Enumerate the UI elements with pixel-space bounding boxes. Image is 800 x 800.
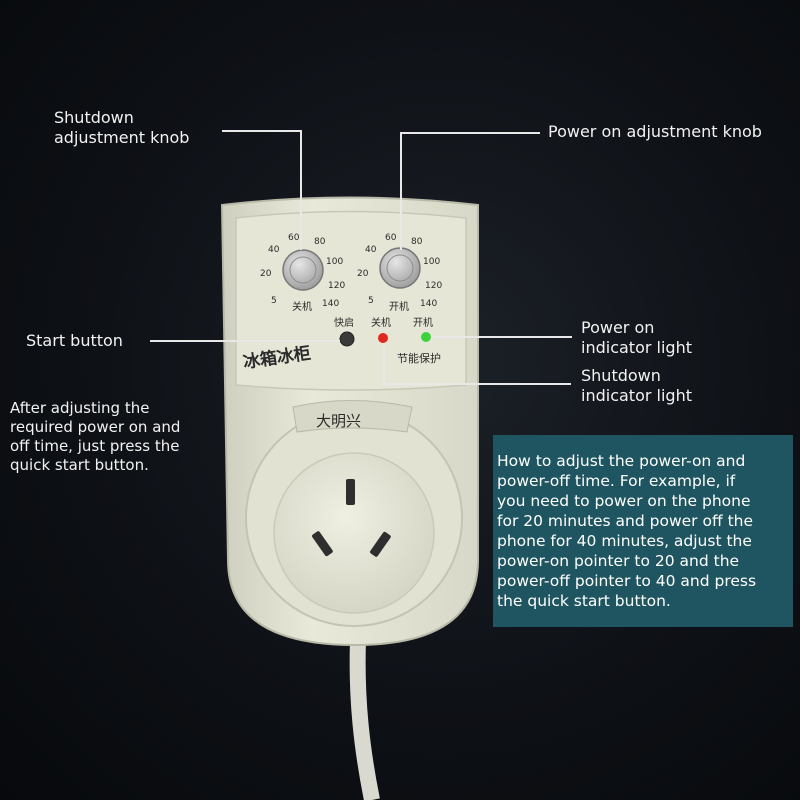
dial-tick: 5: [368, 296, 374, 306]
dial-label: 开机: [389, 300, 409, 313]
power-on-light-callout: Power on indicator light: [581, 318, 692, 357]
power-on-knob-callout: Power on adjustment knob: [548, 122, 762, 141]
dial-tick: 40: [365, 245, 377, 255]
brand-plate: [292, 400, 413, 433]
dial-tick: 80: [411, 237, 423, 247]
dial-tick: 20: [357, 269, 369, 279]
dial-tick: 100: [423, 257, 440, 267]
dial-tick: 80: [314, 237, 326, 247]
quick-start-button[interactable]: [339, 331, 355, 347]
leader-line: [432, 336, 572, 338]
off-led-label: 关机: [371, 316, 391, 329]
dial-tick: 20: [260, 269, 272, 279]
leader-line: [383, 346, 385, 384]
socket-face: [273, 452, 435, 614]
earth-slot: [346, 479, 355, 505]
dial-tick: 120: [425, 281, 442, 291]
brand-name: 大明兴: [316, 412, 361, 430]
shutdown-light-callout: Shutdown indicator light: [581, 366, 692, 405]
shutdown-indicator-led: [378, 333, 388, 343]
dial-tick: 60: [385, 233, 397, 243]
shutdown-knob[interactable]: [282, 249, 324, 291]
neutral-slot: [370, 531, 391, 557]
start-button-callout: Start button: [26, 331, 123, 350]
dial-tick: 60: [288, 233, 300, 243]
instructions-box: How to adjust the power-on and power-off…: [493, 435, 793, 627]
leader-line: [383, 383, 571, 385]
live-slot: [312, 531, 333, 557]
power-cable: [349, 639, 380, 800]
dial-tick: 40: [268, 245, 280, 255]
leader-line: [150, 340, 340, 342]
leader-line: [222, 130, 302, 132]
leader-line: [400, 132, 402, 250]
power-on-knob[interactable]: [379, 247, 421, 289]
dial-tick: 5: [271, 296, 277, 306]
dial-tick: 100: [326, 257, 343, 267]
quick-start-tip: After adjusting the required power on an…: [10, 399, 181, 474]
shutdown-dial: 5 20 40 60 80 100 120 140 关机: [260, 233, 345, 313]
on-led-label: 开机: [413, 316, 433, 329]
shutdown-knob-callout: Shutdown adjustment knob: [54, 108, 190, 147]
leader-line: [400, 132, 540, 134]
start-label: 快启: [334, 316, 354, 329]
dial-tick: 140: [420, 299, 437, 309]
dial-tick: 140: [322, 299, 339, 309]
dial-label: 关机: [292, 300, 312, 313]
dial-tick: 120: [328, 281, 345, 291]
power-on-indicator-led: [421, 332, 431, 342]
slogan-text: 节能保护: [397, 351, 441, 365]
leader-line: [300, 130, 302, 250]
